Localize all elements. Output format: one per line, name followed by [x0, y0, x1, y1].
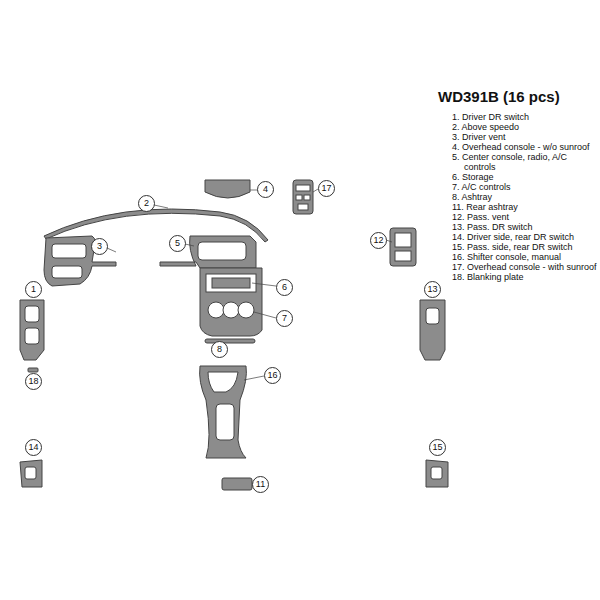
callout-number: 3 [91, 238, 108, 255]
parts-list-item: 5. Center console, radio, A/C controls [452, 152, 598, 172]
callout-number: 17 [318, 180, 335, 197]
parts-list-item: 12. Pass. vent [452, 212, 598, 222]
callout-number: 8 [211, 341, 228, 358]
callout-number: 1 [25, 281, 42, 298]
parts-list-item: 18. Blanking plate [452, 272, 598, 282]
parts-list-item: 3. Driver vent [452, 132, 598, 142]
parts-list-item: 11. Rear ashtray [452, 202, 598, 212]
parts-list-item: 2. Above speedo [452, 122, 598, 132]
parts-list-item: 8. Ashtray [452, 192, 598, 202]
parts-list-item: 17. Overhead console - with sunroof [452, 262, 598, 272]
callout-number: 13 [424, 281, 441, 298]
callout-number: 12 [370, 232, 387, 249]
parts-list-item: 7. A/C controls [452, 182, 598, 192]
callout-number: 7 [276, 310, 293, 327]
callout-number: 6 [276, 279, 293, 296]
callout-number: 11 [252, 476, 269, 493]
parts-list-item: 6. Storage [452, 172, 598, 182]
callout-number: 4 [257, 181, 274, 198]
parts-list-item: 4. Overhead console - w/o sunroof [452, 142, 598, 152]
callout-number: 18 [25, 373, 42, 390]
parts-list-item: 1. Driver DR switch [452, 112, 598, 122]
callout-number: 14 [25, 439, 42, 456]
parts-list-item: 14. Driver side, rear DR switch [452, 232, 598, 242]
callout-number: 15 [429, 439, 446, 456]
parts-list: 1. Driver DR switch2. Above speedo3. Dri… [452, 112, 598, 282]
parts-list-item: 15. Pass. side, rear DR switch [452, 242, 598, 252]
kit-title: WD391B (16 pcs) [438, 88, 560, 105]
parts-list-item: 13. Pass. DR switch [452, 222, 598, 232]
callout-number: 2 [138, 195, 155, 212]
parts-list-item: 16. Shifter console, manual [452, 252, 598, 262]
callout-number: 5 [169, 235, 186, 252]
callout-number: 16 [264, 367, 281, 384]
